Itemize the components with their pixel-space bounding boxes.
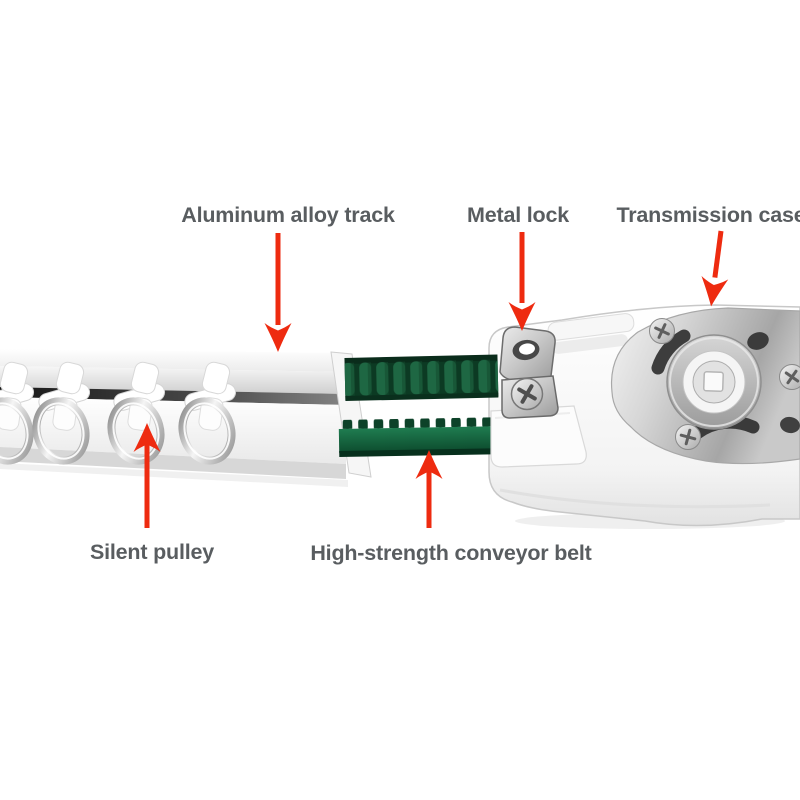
plate-hole <box>747 332 769 350</box>
belt-teeth <box>344 359 499 396</box>
silent-pulley <box>0 361 35 465</box>
metal-lock-arrow <box>508 232 536 331</box>
silent-pulley <box>107 361 166 465</box>
drive-hub <box>666 334 762 430</box>
label-aluminum-alloy-track: Aluminum alloy track <box>181 203 395 227</box>
lock-screw <box>510 377 544 411</box>
plate-screw <box>649 318 675 344</box>
label-conveyor-belt: High-strength conveyor belt <box>310 541 591 565</box>
track-shadow <box>0 463 348 487</box>
track-top-face <box>0 349 346 372</box>
metal-lock <box>499 326 559 419</box>
silent-pulley <box>178 361 237 465</box>
aluminum-track-arrow <box>264 233 292 352</box>
label-transmission-case: Transmission case <box>616 203 800 227</box>
label-metal-lock: Metal lock <box>467 203 569 227</box>
callout-arrows <box>133 230 729 528</box>
pulley-ring <box>32 397 90 465</box>
plate-slot <box>651 329 691 375</box>
pulley-ring <box>0 397 34 465</box>
track-bottom-bevel <box>0 447 346 479</box>
plate-screw <box>779 364 800 390</box>
transmission-case-arrow <box>697 230 729 309</box>
silent-pulleys <box>0 361 237 465</box>
conveyor-belt-upper <box>344 354 499 401</box>
silent-pulley-arrow <box>133 423 161 528</box>
pulley-ring <box>178 397 236 465</box>
plate-screw <box>675 424 701 450</box>
plate-hole <box>780 416 800 434</box>
conveyor-belt-arrow <box>415 450 443 528</box>
label-silent-pulley: Silent pulley <box>90 540 214 564</box>
pulley-ring <box>107 397 165 465</box>
conveyor-belt-lower <box>338 417 507 458</box>
silent-pulley <box>32 361 91 465</box>
square-drive-hole <box>702 371 724 393</box>
transmission-case <box>488 304 800 529</box>
